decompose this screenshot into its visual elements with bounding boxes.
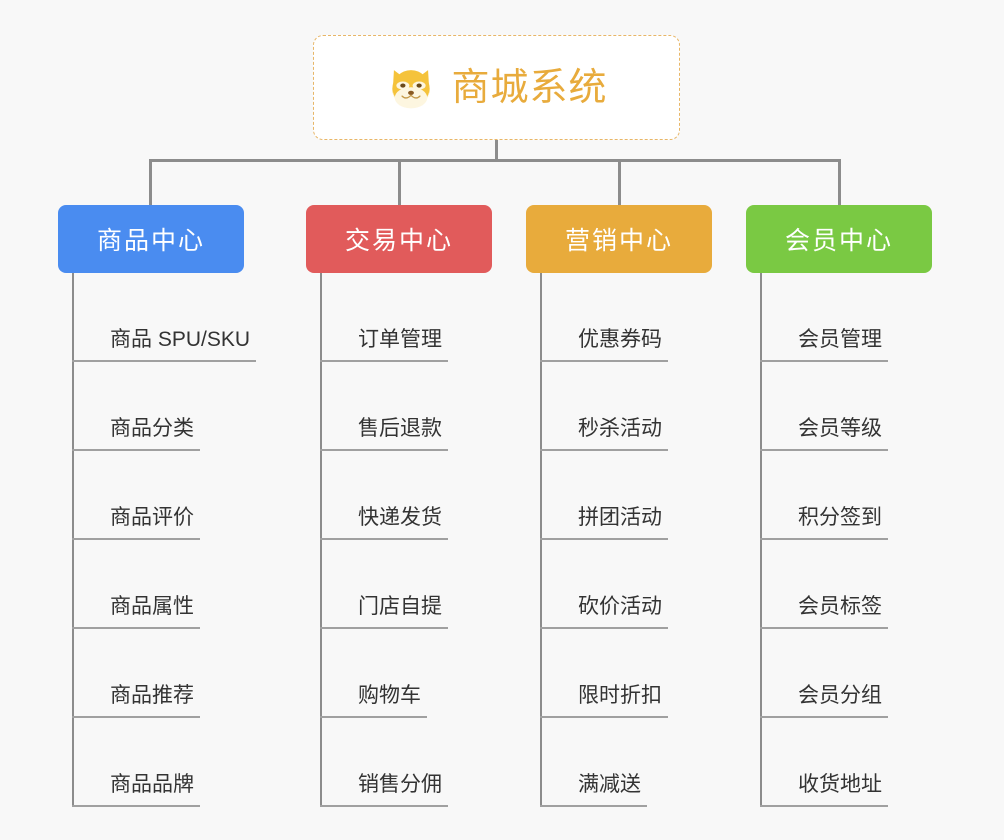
category-label: 营销中心 — [564, 227, 673, 255]
leaf-item[interactable]: 会员分组 — [792, 683, 888, 718]
connector-drop-2 — [398, 159, 401, 205]
leaf-row: 快递发货 — [320, 451, 492, 540]
category-box-member-center[interactable]: 会员中心 — [746, 205, 932, 273]
leaf-row: 秒杀活动 — [540, 362, 712, 451]
leaf-list-marketing-center: 优惠券码秒杀活动拼团活动砍价活动限时折扣满减送 — [540, 273, 712, 807]
category-box-product-center[interactable]: 商品中心 — [58, 205, 244, 273]
category-box-trade-center[interactable]: 交易中心 — [306, 205, 492, 273]
shiba-dog-face-icon — [385, 62, 437, 114]
leaf-row: 拼团活动 — [540, 451, 712, 540]
leaf-item[interactable]: 砍价活动 — [572, 594, 668, 629]
leaf-item[interactable]: 购物车 — [352, 683, 427, 718]
leaf-row: 商品推荐 — [72, 629, 244, 718]
leaf-row: 商品 SPU/SKU — [72, 273, 257, 362]
category-label: 交易中心 — [344, 227, 453, 255]
leaf-item[interactable]: 会员等级 — [792, 416, 888, 451]
leaf-item[interactable]: 收货地址 — [792, 772, 888, 807]
leaf-spine — [540, 273, 542, 807]
leaf-item[interactable]: 售后退款 — [352, 416, 448, 451]
category-label: 商品中心 — [96, 227, 205, 255]
column-marketing-center: 营销中心优惠券码秒杀活动拼团活动砍价活动限时折扣满减送 — [526, 205, 712, 807]
leaf-item[interactable]: 商品属性 — [104, 594, 200, 629]
leaf-row: 积分签到 — [760, 451, 932, 540]
leaf-row: 会员等级 — [760, 362, 932, 451]
leaf-spine — [320, 273, 322, 807]
leaf-item[interactable]: 限时折扣 — [572, 683, 668, 718]
leaf-item[interactable]: 秒杀活动 — [572, 416, 668, 451]
leaf-item[interactable]: 快递发货 — [352, 505, 448, 540]
leaf-item[interactable]: 商品评价 — [104, 505, 200, 540]
leaf-item[interactable]: 满减送 — [572, 772, 647, 807]
connector-bar — [149, 159, 841, 162]
connector-drop-4 — [838, 159, 841, 205]
leaf-item[interactable]: 商品品牌 — [104, 772, 200, 807]
leaf-row: 订单管理 — [320, 273, 492, 362]
connector-drop-3 — [618, 159, 621, 205]
leaf-spine — [760, 273, 762, 807]
leaf-row: 购物车 — [320, 629, 492, 718]
leaf-row: 门店自提 — [320, 540, 492, 629]
leaf-row: 砍价活动 — [540, 540, 712, 629]
leaf-list-trade-center: 订单管理售后退款快递发货门店自提购物车销售分佣 — [320, 273, 492, 807]
column-trade-center: 交易中心订单管理售后退款快递发货门店自提购物车销售分佣 — [306, 205, 492, 807]
leaf-item[interactable]: 商品分类 — [104, 416, 200, 451]
category-box-marketing-center[interactable]: 营销中心 — [526, 205, 712, 273]
leaf-row: 售后退款 — [320, 362, 492, 451]
root-title: 商城系统 — [451, 66, 608, 109]
leaf-list-member-center: 会员管理会员等级积分签到会员标签会员分组收货地址 — [760, 273, 932, 807]
leaf-row: 限时折扣 — [540, 629, 712, 718]
leaf-row: 优惠券码 — [540, 273, 712, 362]
connector-stem — [495, 140, 498, 161]
leaf-item[interactable]: 积分签到 — [792, 505, 888, 540]
leaf-item[interactable]: 订单管理 — [352, 327, 448, 362]
leaf-item[interactable]: 优惠券码 — [572, 327, 668, 362]
leaf-item[interactable]: 销售分佣 — [352, 772, 448, 807]
leaf-row: 商品分类 — [72, 362, 244, 451]
column-product-center: 商品中心商品 SPU/SKU 商品分类商品评价商品属性商品推荐商品品牌 — [58, 205, 257, 807]
connector-drop-1 — [149, 159, 152, 205]
leaf-row: 销售分佣 — [320, 718, 492, 807]
leaf-row: 满减送 — [540, 718, 712, 807]
leaf-item[interactable]: 会员管理 — [792, 327, 888, 362]
leaf-row: 商品品牌 — [72, 718, 244, 807]
column-member-center: 会员中心会员管理会员等级积分签到会员标签会员分组收货地址 — [746, 205, 932, 807]
leaf-row: 会员分组 — [760, 629, 932, 718]
leaf-item[interactable]: 门店自提 — [352, 594, 448, 629]
leaf-item[interactable]: 商品推荐 — [104, 683, 200, 718]
root-node[interactable]: 商城系统 — [313, 35, 680, 140]
leaf-row: 会员管理 — [760, 273, 932, 362]
leaf-list-product-center: 商品 SPU/SKU 商品分类商品评价商品属性商品推荐商品品牌 — [72, 273, 257, 807]
leaf-spine — [72, 273, 74, 807]
leaf-row: 会员标签 — [760, 540, 932, 629]
leaf-item[interactable]: 商品 SPU/SKU — [104, 327, 257, 362]
leaf-item[interactable]: 会员标签 — [792, 594, 888, 629]
leaf-row: 商品评价 — [72, 451, 244, 540]
leaf-item[interactable]: 拼团活动 — [572, 505, 668, 540]
leaf-row: 收货地址 — [760, 718, 932, 807]
category-label: 会员中心 — [784, 227, 893, 255]
leaf-row: 商品属性 — [72, 540, 244, 629]
